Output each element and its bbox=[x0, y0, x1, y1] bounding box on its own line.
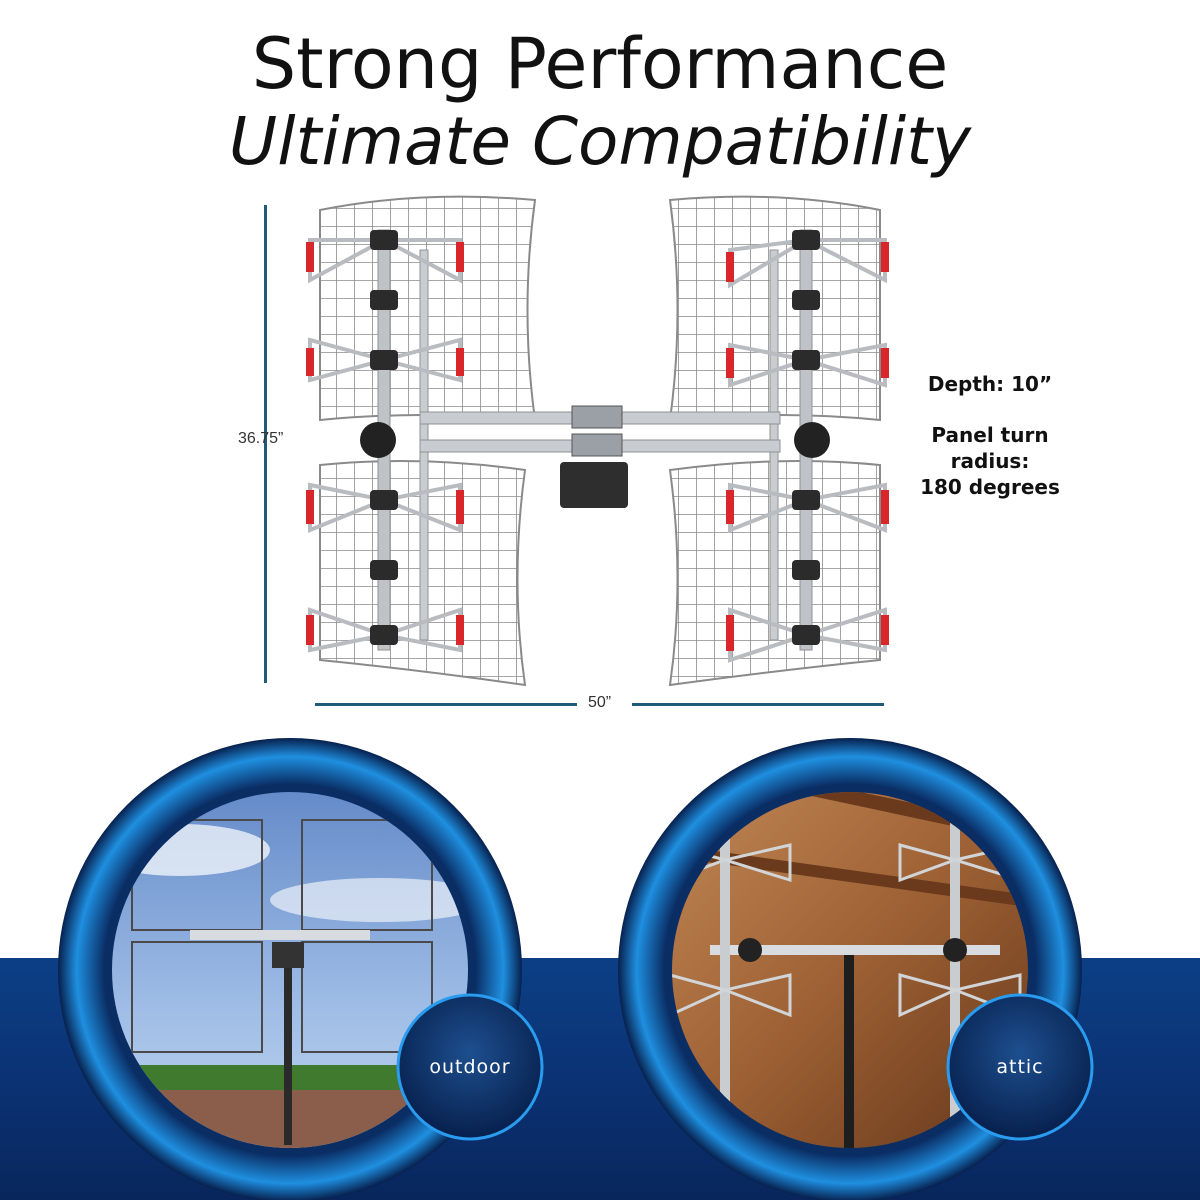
spec-list: Depth: 10” Panel turn radius: 180 degree… bbox=[910, 372, 1070, 500]
spec-turn-line-3: 180 degrees bbox=[920, 475, 1060, 499]
width-dimension-line-left bbox=[315, 703, 577, 706]
attic-scene bbox=[618, 738, 1094, 1200]
spec-turn-line-1: Panel turn bbox=[931, 423, 1049, 447]
outdoor-label: outdoor bbox=[429, 1056, 511, 1078]
outdoor-badge bbox=[396, 993, 544, 1141]
height-dimension-line bbox=[264, 205, 267, 683]
height-dimension-label: 36.75” bbox=[238, 430, 284, 447]
heading-line-1: Strong Performance bbox=[251, 23, 949, 105]
antenna-illustration bbox=[306, 195, 889, 687]
balun-left bbox=[360, 422, 396, 458]
balun-right bbox=[794, 422, 830, 458]
spec-turn-radius: Panel turn radius: 180 degrees bbox=[910, 422, 1070, 500]
attic-badge bbox=[946, 993, 1094, 1141]
preamp-box bbox=[560, 462, 628, 508]
spec-depth: Depth: 10” bbox=[927, 372, 1053, 396]
usage-scenes: outdoor bbox=[0, 730, 1200, 1200]
width-dimension-line-right bbox=[632, 703, 884, 706]
heading-line-2: Ultimate Compatibility bbox=[228, 103, 972, 180]
width-dimension-label: 50” bbox=[588, 694, 612, 711]
spec-turn-line-2: radius: bbox=[950, 449, 1030, 473]
attic-label: attic bbox=[996, 1056, 1044, 1078]
outdoor-scene bbox=[58, 738, 544, 1200]
